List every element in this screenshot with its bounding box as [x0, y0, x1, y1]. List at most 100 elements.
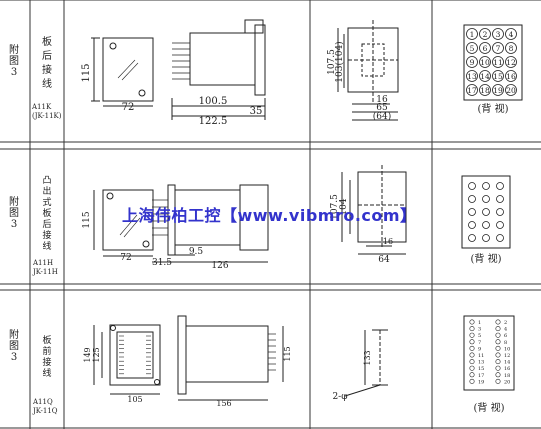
row2-side-view [152, 184, 269, 263]
pin-number: 10 [480, 58, 490, 67]
pin-circle [496, 234, 504, 242]
pin-number: 20 [504, 379, 510, 385]
pin-number: 8 [509, 44, 514, 53]
row3-dim-149: 149 [83, 347, 92, 362]
pin-number: 10 [504, 346, 510, 352]
pin-circle [505, 70, 517, 82]
pin-number: 11 [493, 58, 503, 67]
pin-circle [469, 372, 475, 378]
row1-title-char: 接 [42, 65, 52, 76]
pin-number: 5 [478, 333, 481, 339]
row2-dim-72: 72 [120, 253, 131, 263]
pin-circle [482, 234, 490, 242]
row1-fig-char: 附 [9, 45, 19, 56]
row2-dim-115: 115 [82, 211, 92, 228]
row2-title-char: 出 [42, 187, 52, 197]
row1-model-line: A11K [32, 103, 52, 111]
row2-model-line: A11H [33, 259, 54, 267]
pin-circle [505, 42, 517, 54]
pin-number: 15 [478, 366, 484, 372]
row2-title-char: 式 [42, 198, 52, 208]
row2-title-char: 凸 [42, 176, 52, 186]
pin-number: 8 [504, 340, 507, 346]
pin-number: 6 [483, 44, 488, 53]
row3-title-char: 接 [42, 358, 52, 368]
pin-circle [479, 70, 491, 82]
row1-cutout-view [337, 20, 399, 121]
row3-cutout-view [344, 329, 388, 397]
row3-dim-133: 133 [363, 350, 372, 365]
row3-dim-115: 115 [283, 346, 292, 361]
pin-circle [468, 195, 476, 203]
pin-number: 9 [478, 346, 481, 352]
pin-circle [495, 345, 501, 351]
pin-circle [496, 208, 504, 216]
row3-fig-char: 图 [9, 341, 19, 352]
pin-circle [469, 339, 475, 345]
pin-number: 19 [493, 86, 503, 95]
row3-fig-char: 3 [10, 352, 18, 363]
row1-model: A11K (JK-11K) [32, 103, 62, 121]
pin-number: 4 [509, 30, 514, 39]
row3-model-line: JK-11Q [33, 407, 58, 415]
row1-dim-100-5: 100.5 [199, 96, 228, 107]
row1-front-view [91, 37, 154, 107]
row3-title-char: 板 [42, 336, 52, 346]
row1-dim-35: 35 [250, 106, 263, 117]
pin-number: 16 [506, 72, 516, 81]
row1-title-char: 后 [42, 51, 52, 62]
row2-dim-104: 104 [339, 198, 349, 215]
row1-fig-label: 附 图 3 [9, 45, 19, 78]
pin-number: 7 [496, 44, 501, 53]
row1-dim-122-5: 122.5 [199, 116, 228, 127]
pin-circle [492, 84, 504, 96]
row1-dim-65: 65 [376, 103, 388, 113]
row1-side-view [171, 19, 266, 120]
pin-circle [495, 359, 501, 365]
pin-number: 13 [467, 72, 477, 81]
pin-number: 9 [470, 58, 475, 67]
row3-dim-2phi: 2-φ [332, 392, 347, 402]
pin-circle [495, 365, 501, 371]
row1-title: 板 后 接 线 [42, 36, 52, 92]
row3-title: 板 前 接 线 [42, 336, 52, 380]
row2-title-char: 后 [42, 220, 52, 230]
pin-number: 18 [504, 373, 510, 379]
row2-dim-126: 126 [211, 261, 228, 271]
watermark: 上海伟柏工控【www.vibmro.com】 [122, 206, 417, 225]
row2-title: 凸 出 式 板 后 接 线 [42, 176, 52, 253]
row3-side-view [177, 315, 284, 401]
pin-circle [479, 84, 491, 96]
row2-view-caption: (背 视) [471, 252, 502, 265]
pin-circle [495, 372, 501, 378]
pin-number: 6 [504, 333, 507, 339]
pin-circle [492, 28, 504, 40]
pin-circle [495, 339, 501, 345]
row1-title-char: 线 [42, 79, 52, 90]
pin-circle [496, 195, 504, 203]
pin-circle [496, 182, 504, 190]
row2-title-char: 板 [42, 209, 52, 219]
pin-circle [495, 378, 501, 384]
row1-dim-103-104: 103(104) [334, 41, 345, 82]
row3-fig-char: 附 [9, 330, 19, 341]
pin-number: 5 [470, 44, 475, 53]
pin-circle [505, 56, 517, 68]
pin-number: 7 [478, 340, 481, 346]
pin-circle [469, 319, 475, 325]
pin-number: 18 [480, 86, 490, 95]
pin-circle [469, 352, 475, 358]
pin-circle [482, 182, 490, 190]
pin-circle [482, 221, 490, 229]
pin-number: 12 [504, 353, 510, 359]
pin-circle [482, 195, 490, 203]
pin-circle [469, 345, 475, 351]
row2-dim-31-5: 31.5 [152, 258, 172, 268]
pin-circle [468, 221, 476, 229]
pin-number: 2 [504, 320, 507, 326]
row3-title-char: 前 [42, 347, 52, 357]
pin-circle [469, 326, 475, 332]
row2-title-char: 线 [42, 242, 52, 252]
